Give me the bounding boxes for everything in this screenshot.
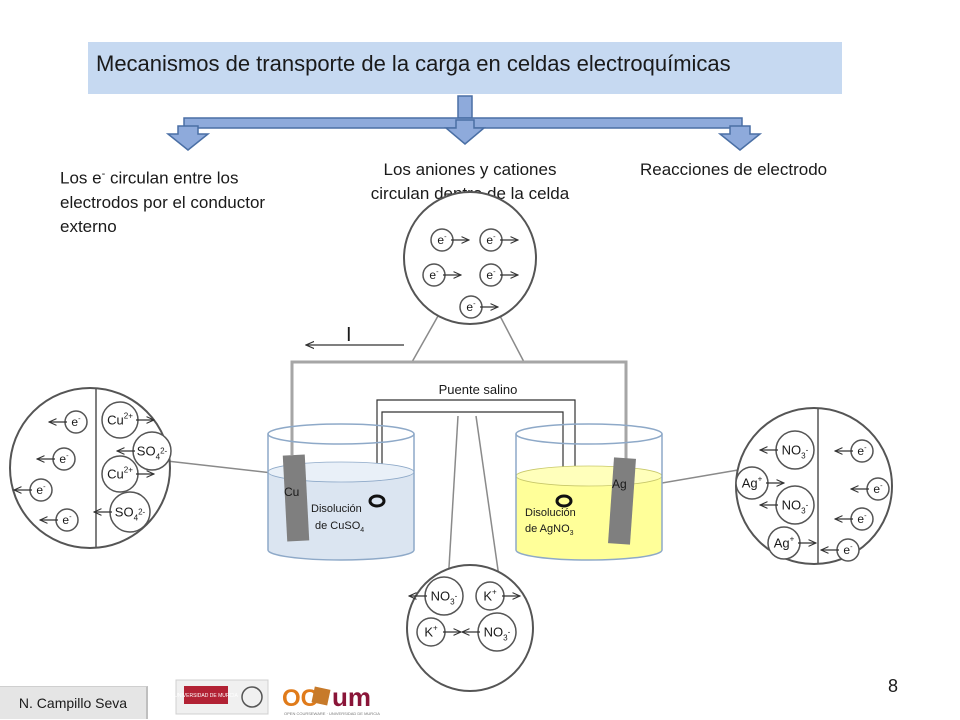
svg-text:Ag+: Ag+	[742, 475, 763, 491]
solution-agno3-line1: Disolución	[525, 507, 576, 519]
svg-text:NO3-: NO3-	[484, 625, 511, 643]
page-title: Mecanismos de transporte de la carga en …	[96, 51, 731, 76]
particle-group-ag-electrode: NO3- Ag+ NO3- Ag+ e-e-e-e-	[735, 430, 890, 562]
electron: e-	[430, 228, 469, 252]
svg-text:NO3-: NO3-	[431, 589, 458, 607]
electrode-ag	[608, 457, 636, 545]
electron: e-	[479, 263, 518, 287]
ion-no3: NO3-	[760, 430, 815, 470]
svg-text:um: um	[332, 682, 371, 712]
caption-text: Los e	[60, 168, 102, 188]
svg-text:Cu2+: Cu2+	[107, 412, 133, 428]
particle-group-salt-bridge: NO3- K+ K+ NO3-	[409, 576, 520, 652]
branch-arrow-center	[443, 119, 487, 145]
ion-ag: Ag+	[735, 466, 784, 500]
caption-text: circulan entre los	[105, 168, 239, 188]
logo-universidad-murcia: UNIVERSIDAD DE MURCIA	[174, 679, 269, 715]
svg-text:e-: e-	[36, 482, 46, 497]
svg-text:OC: OC	[282, 685, 318, 712]
svg-text:e-: e-	[486, 232, 496, 247]
zoom-lines	[157, 315, 739, 585]
svg-text:e-: e-	[71, 414, 81, 429]
electrode-cu	[282, 454, 310, 542]
title-box: Mecanismos de transporte de la carga en …	[88, 42, 842, 94]
svg-text:e-: e-	[466, 299, 476, 314]
ion-no3: NO3-	[760, 485, 815, 525]
electron: e-	[49, 410, 88, 434]
ion-so4: SO42-	[117, 431, 172, 471]
svg-text:NO3-: NO3-	[782, 498, 809, 516]
svg-text:K+: K+	[424, 624, 438, 640]
caption-external-conductor: Los e- circulan entre los electrodos por…	[60, 162, 265, 239]
salt-bridge-outer	[376, 399, 576, 502]
electron: e-	[37, 447, 76, 471]
external-wire	[290, 360, 628, 460]
svg-text:K+: K+	[483, 588, 497, 604]
svg-text:NO3-: NO3-	[782, 443, 809, 461]
branch-arrows	[165, 95, 763, 151]
svg-text:e-: e-	[429, 267, 439, 282]
ion-k: K+	[416, 617, 461, 647]
svg-text:e-: e-	[843, 542, 853, 557]
electrode-cu-label: Cu	[284, 485, 299, 499]
svg-text:e-: e-	[486, 267, 496, 282]
svg-text:OPEN COURSEWARE · UNIVERSIDAD: OPEN COURSEWARE · UNIVERSIDAD DE MURCIA	[284, 711, 380, 716]
electron: e-	[835, 507, 874, 531]
svg-text:Ag+: Ag+	[774, 535, 795, 551]
electron: e-	[14, 478, 53, 502]
solution-cuso4-line2: de CuSO4	[315, 520, 364, 534]
caption-text: externo	[60, 216, 117, 236]
solution-agno3-line2: de AgNO3	[525, 523, 574, 537]
svg-text:e-: e-	[857, 443, 867, 458]
ion-cu2: Cu2+	[101, 401, 154, 439]
ion-so4: SO42-	[94, 491, 151, 533]
svg-text:SO42-: SO42-	[115, 505, 146, 523]
electron-group-conductor: e-e-e-e-e-	[422, 228, 518, 319]
branch-arrow-left	[165, 125, 211, 151]
particle-group-cu-electrode: e-e-e-e-Cu2+SO42-Cu2+SO42-	[14, 401, 172, 533]
caption-sup: -	[101, 168, 106, 180]
salt-bridge-frit-left	[368, 494, 386, 508]
ion-cu2: Cu2+	[101, 455, 154, 493]
ion-no3: NO3-	[462, 612, 517, 652]
ion-ag: Ag+	[767, 526, 816, 560]
electron: e-	[40, 508, 79, 532]
salt-bridge-label: Puente salino	[439, 382, 518, 397]
current-label: I	[346, 324, 352, 346]
caption-electrode-reactions: Reacciones de electrodo	[640, 160, 828, 179]
electron: e-	[459, 295, 498, 319]
caption-text: electrodos por el conductor	[60, 192, 266, 212]
svg-text:UNIVERSIDAD DE MURCIA: UNIVERSIDAD DE MURCIA	[174, 693, 238, 699]
solution-cuso4-line1: Disolución	[311, 503, 362, 515]
svg-text:e-: e-	[873, 481, 883, 496]
electrode-ag-label: Ag	[612, 477, 627, 491]
svg-text:SO42-: SO42-	[137, 444, 168, 462]
svg-text:Cu2+: Cu2+	[107, 466, 133, 482]
electron: e-	[851, 477, 890, 501]
beaker-agno3	[515, 423, 663, 561]
salt-bridge-frit-right	[555, 494, 573, 508]
caption-text: Los aniones y cationes	[383, 160, 557, 179]
logo-ocw-um: OC um OPEN COURSEWARE · UNIVERSIDAD DE M…	[282, 682, 380, 716]
svg-text:e-: e-	[62, 512, 72, 527]
electron: e-	[479, 228, 518, 252]
zoom-circle-conductor	[403, 191, 537, 325]
branch-arrow-right	[717, 125, 763, 151]
svg-text:e-: e-	[857, 511, 867, 526]
author-label: N. Campillo Seva	[0, 686, 148, 719]
ion-no3: NO3-	[409, 576, 464, 616]
electron: e-	[835, 439, 874, 463]
page-number: 8	[888, 676, 899, 696]
salt-bridge-inner	[381, 411, 564, 502]
ion-k: K+	[475, 581, 520, 611]
svg-text:e-: e-	[437, 232, 447, 247]
electron: e-	[821, 538, 860, 562]
svg-text:e-: e-	[59, 451, 69, 466]
electron: e-	[422, 263, 461, 287]
